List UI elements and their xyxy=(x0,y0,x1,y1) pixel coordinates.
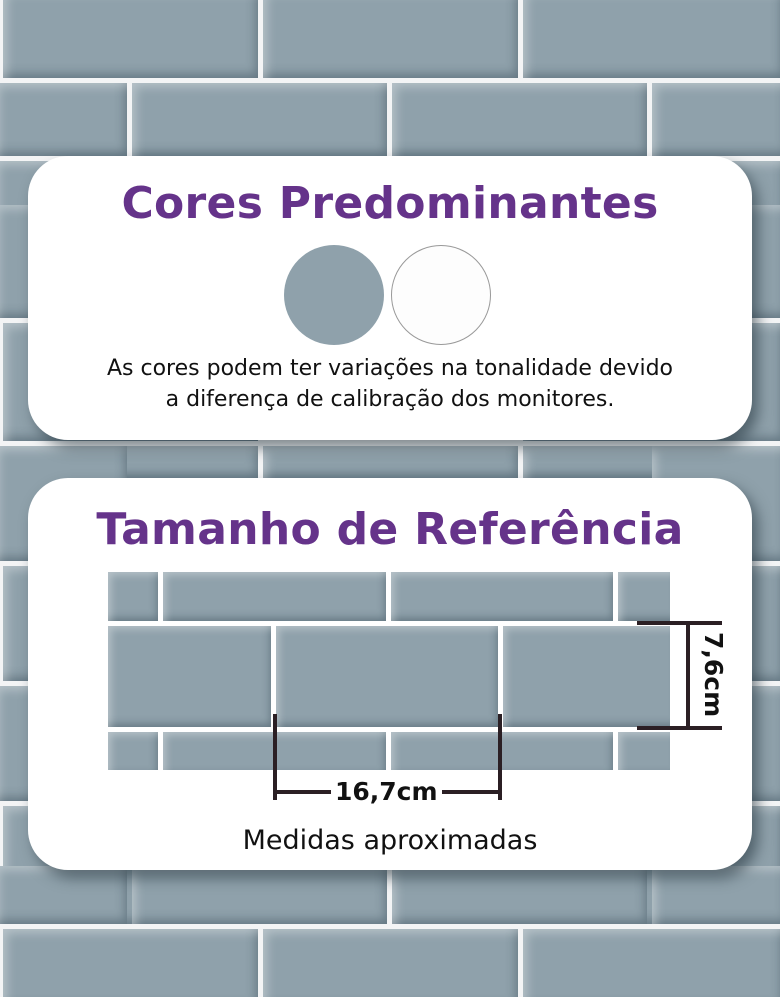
reference-tile-sample xyxy=(108,572,670,770)
color-swatch-gray xyxy=(284,245,384,345)
tile xyxy=(523,0,780,78)
tile xyxy=(132,866,387,924)
width-dimension-right-tick xyxy=(498,714,502,800)
reference-tile xyxy=(391,732,613,770)
colors-card: Cores Predominantes As cores podem ter v… xyxy=(28,156,752,440)
color-swatch-white xyxy=(391,245,491,345)
reference-tile xyxy=(276,626,498,727)
height-dimension-top-tick xyxy=(637,621,722,625)
tile xyxy=(0,83,127,156)
reference-tile xyxy=(391,572,613,621)
height-dimension-line xyxy=(686,621,690,730)
size-card-title: Tamanho de Referência xyxy=(96,504,684,555)
reference-tile xyxy=(108,572,158,621)
color-disclaimer-line-2: a diferença de calibração dos monitores. xyxy=(165,387,615,412)
tile xyxy=(652,866,780,924)
reference-tile xyxy=(618,572,670,621)
height-dimension-label: 7,6cm xyxy=(699,632,728,718)
tile xyxy=(3,929,258,997)
tile xyxy=(392,866,647,924)
approximate-measures-note: Medidas aproximadas xyxy=(242,825,538,856)
reference-tile xyxy=(163,572,386,621)
tile xyxy=(263,929,518,997)
reference-tile xyxy=(503,626,670,727)
height-dimension-bottom-tick xyxy=(637,726,722,730)
tile xyxy=(0,866,127,924)
tile xyxy=(652,83,780,156)
colors-card-title: Cores Predominantes xyxy=(121,178,659,229)
reference-tile xyxy=(108,732,158,770)
width-dimension-left-tick xyxy=(273,714,277,800)
tile xyxy=(263,446,518,478)
tile xyxy=(132,83,387,156)
reference-tile xyxy=(108,626,271,727)
tile xyxy=(263,0,518,78)
width-dimension-label: 16,7cm xyxy=(331,777,442,806)
color-disclaimer-line-1: As cores podem ter variações na tonalida… xyxy=(107,356,673,381)
tile xyxy=(392,83,647,156)
reference-tile xyxy=(618,732,670,770)
tile xyxy=(523,929,780,997)
tile xyxy=(3,0,258,78)
